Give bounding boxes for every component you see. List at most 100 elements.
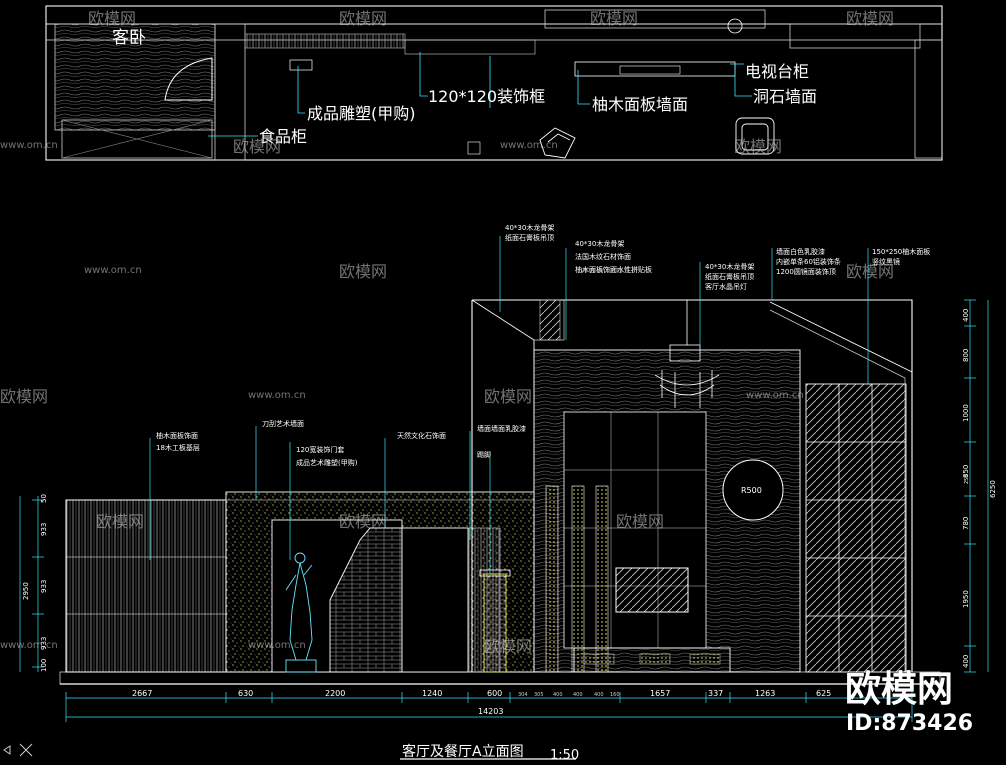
dim-bottom-8: 1263	[755, 689, 775, 698]
watermark-brand-13: 欧模网	[616, 512, 664, 531]
right-dimensions	[964, 299, 989, 673]
note-mirror-radius: R500	[741, 486, 762, 495]
drawing-title: 客厅及餐厅A立面图	[402, 743, 524, 760]
dim-right-2: 800	[962, 349, 970, 362]
label-travertine: 洞石墙面	[753, 87, 817, 106]
dim-left-2: 933	[40, 523, 48, 536]
watermark-brand-9: 欧模网	[0, 387, 48, 406]
watermark-brand-3: 欧模网	[590, 9, 638, 28]
note-art-wall: 刀刮艺术墙面	[262, 419, 304, 428]
dim-right-5: 780	[962, 517, 970, 530]
round-mirror	[722, 459, 784, 521]
note-n2c: 柚木面板饰面水性拼贴板	[575, 265, 652, 274]
note-baseboard: 踢脚	[477, 450, 491, 459]
dim-small-1: 304	[518, 692, 528, 698]
note-left-a: 柚木面板饰面	[156, 431, 198, 440]
dim-bottom-3: 2200	[325, 689, 345, 698]
watermark-brand-8: 欧模网	[846, 262, 894, 281]
watermark-brand-14: 欧模网	[484, 637, 532, 656]
watermark-site-1: www.om.cn	[0, 140, 58, 151]
dim-right-1: 400	[962, 309, 970, 322]
note-n5b: 竖纹黑镜	[872, 257, 900, 266]
label-teak-wall: 柚木面板墙面	[592, 95, 688, 114]
label-frame: 120*120装饰框	[428, 87, 545, 106]
label-sculpture: 成品雕塑(甲购)	[307, 104, 416, 123]
watermarks: 欧模网 欧模网 欧模网 欧模网 欧模网 欧模网 欧模网 欧模网 欧模网 欧模网 …	[0, 9, 894, 656]
plan-frame	[404, 39, 536, 55]
note-n4a: 墙面白色乳胶漆	[776, 247, 825, 256]
tv-screen	[615, 567, 689, 613]
watermark-brand-10: 欧模网	[484, 387, 532, 406]
dim-small-2: 305	[534, 692, 544, 698]
dim-small-4: 400	[573, 692, 583, 698]
note-n5a: 150*250柚木面板	[872, 247, 930, 256]
dim-bottom-4: 1240	[422, 689, 442, 698]
sloped-ceiling	[769, 301, 913, 373]
light-strip-3	[595, 485, 609, 673]
note-door-b: 成品艺术雕塑(甲购)	[296, 458, 358, 467]
watermark-site-2: www.om.cn	[500, 140, 558, 151]
watermark-site-4: www.om.cn	[580, 265, 638, 276]
watermark-id: ID:873426	[846, 711, 973, 736]
watermark-brand-7: 欧模网	[339, 262, 387, 281]
sculpture-figure-icon	[285, 552, 317, 673]
column	[483, 573, 507, 673]
dim-left-3: 933	[40, 580, 48, 593]
note-door-a: 120宽装饰门套	[296, 445, 344, 454]
watermark-site-8: www.om.cn	[248, 640, 306, 651]
dim-bottom-9: 625	[816, 689, 831, 698]
watermark-site-5: www.om.cn	[248, 390, 306, 401]
plan-lamp-icon	[727, 18, 743, 34]
label-tv-cabinet: 电视台柜	[745, 62, 809, 81]
plan-wall-band	[244, 33, 406, 49]
dim-bottom-1: 2667	[132, 689, 152, 698]
watermark-brand-11: 欧模网	[96, 512, 144, 531]
note-n4b: 内嵌单条60铝装饰条	[776, 257, 841, 266]
plan-arc	[164, 57, 213, 101]
plan-chair-icon	[735, 117, 775, 155]
dim-right-3: 1000	[962, 404, 970, 422]
dim-total: 14203	[478, 707, 503, 716]
note-n2a: 40*30木龙骨架	[575, 239, 624, 248]
elevation-view: 40*30木龙骨架 纸面石膏板吊顶 40*30木龙骨架 法国木纹石材饰面 柚木面…	[19, 223, 997, 763]
watermark-brand-5: 欧模网	[233, 137, 281, 156]
dim-small-5: 400	[594, 692, 604, 698]
note-wall-paint: 墙面墙面乳胶漆	[477, 424, 526, 433]
dim-bottom-6: 1657	[650, 689, 670, 698]
dim-right-7: 400	[962, 655, 970, 668]
left-dimensions	[19, 496, 44, 672]
dim-right-total: 6250	[989, 480, 997, 498]
plan-armchair-icon	[539, 127, 576, 159]
label-food-cabinet: 食品柜	[259, 127, 307, 146]
plan-food-cabinet	[61, 119, 213, 159]
plan-bedroom-area	[54, 23, 216, 131]
dim-right-4: 850	[962, 465, 970, 478]
plan-tv-cabinet	[574, 61, 736, 77]
tv-cabinet	[573, 647, 731, 673]
watermark-logo: 欧模网	[845, 669, 953, 710]
note-n3c: 客厅水晶吊灯	[705, 282, 747, 291]
plan-view: 客卧 成品雕塑(甲购) 120*120装饰框 食品柜 柚木面板墙面 电视台柜 洞…	[45, 5, 943, 161]
watermark-brand-6: 欧模网	[734, 137, 782, 156]
light-strip-1	[545, 485, 559, 673]
note-n1b: 纸面石膏板吊顶	[505, 233, 554, 242]
black-mirror-grid	[805, 383, 907, 673]
drawing-scale: 1:50	[550, 748, 579, 763]
watermark-site-7: www.om.cn	[0, 640, 58, 651]
dim-small-3: 400	[553, 692, 563, 698]
bottom-dimensions	[65, 692, 913, 722]
dim-bottom-7: 337	[708, 689, 723, 698]
note-stone-wall: 天然文化石饰面	[397, 431, 446, 440]
note-left-b: 18木工板基层	[156, 443, 200, 452]
elevation-floor-band	[59, 671, 941, 685]
note-n3a: 40*30木龙骨架	[705, 262, 754, 271]
watermark-site-6: www.om.cn	[746, 390, 804, 401]
dim-bottom-5: 600	[487, 689, 502, 698]
dim-left-5: 100	[40, 659, 48, 672]
dim-left-total: 2950	[22, 582, 30, 600]
ceiling-outline	[471, 299, 913, 672]
dim-right-small: 250	[964, 474, 970, 484]
dim-left-1: 50	[40, 494, 48, 503]
note-n1a: 40*30木龙骨架	[505, 223, 554, 232]
